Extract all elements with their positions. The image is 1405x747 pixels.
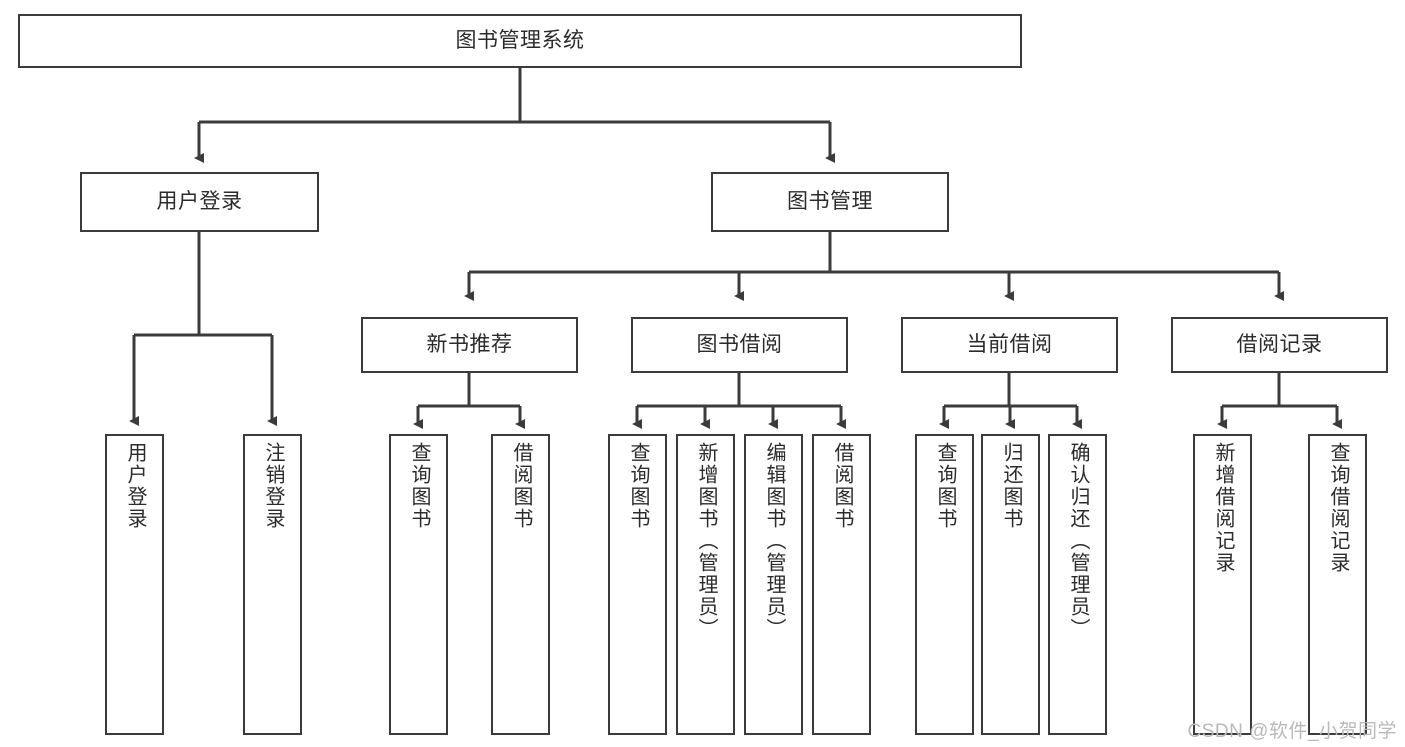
node-book-management[interactable]: 图书管理 — [711, 172, 949, 232]
node-label: 借阅图书 — [831, 442, 853, 530]
node-borrowing-record[interactable]: 借阅记录 — [1171, 317, 1388, 373]
node-leaf-book-borrow-query[interactable]: 查询图书 — [608, 434, 667, 735]
node-current-borrowing[interactable]: 当前借阅 — [901, 317, 1118, 373]
node-label: 借阅图书 — [510, 442, 532, 530]
node-leaf-borrow-record-add[interactable]: 新增借阅记录 — [1193, 434, 1252, 735]
watermark-text: CSDN @软件_小贺同学 — [1187, 721, 1397, 742]
node-label: 图书借阅 — [696, 332, 783, 356]
node-label: 借阅记录 — [1236, 332, 1323, 356]
node-leaf-book-borrow-add-admin[interactable]: 新增图书（管理员） — [676, 434, 735, 735]
node-user-login[interactable]: 用户登录 — [80, 172, 319, 232]
node-leaf-current-borrow-query[interactable]: 查询图书 — [915, 434, 974, 735]
node-label: 注销登录 — [262, 442, 284, 530]
node-label: 查询图书 — [627, 442, 649, 530]
node-leaf-new-book-borrow[interactable]: 借阅图书 — [491, 434, 550, 735]
node-label: 用户登录 — [124, 442, 146, 530]
node-label: 查询图书 — [934, 442, 956, 530]
node-leaf-borrow-record-query[interactable]: 查询借阅记录 — [1308, 434, 1367, 735]
node-label: 用户登录 — [156, 189, 243, 213]
node-book-borrowing[interactable]: 图书借阅 — [631, 317, 848, 373]
node-label: 编辑图书（管理员） — [763, 442, 785, 640]
node-leaf-book-borrow-borrow[interactable]: 借阅图书 — [812, 434, 871, 735]
node-leaf-user-login-signout[interactable]: 注销登录 — [243, 434, 302, 735]
node-label: 归还图书 — [1000, 442, 1022, 530]
node-label: 新增借阅记录 — [1212, 442, 1234, 574]
node-leaf-current-borrow-return[interactable]: 归还图书 — [981, 434, 1040, 735]
node-root-book-management-system[interactable]: 图书管理系统 — [18, 14, 1022, 68]
node-label: 查询图书 — [408, 442, 430, 530]
node-label: 当前借阅 — [966, 332, 1053, 356]
node-label: 图书管理 — [787, 189, 873, 213]
node-label: 查询借阅记录 — [1327, 442, 1349, 574]
node-label: 新增图书（管理员） — [695, 442, 717, 640]
node-leaf-new-book-query[interactable]: 查询图书 — [389, 434, 448, 735]
node-leaf-current-borrow-confirm-admin[interactable]: 确认归还（管理员） — [1048, 434, 1107, 735]
node-label: 图书管理系统 — [455, 28, 585, 52]
node-leaf-book-borrow-edit-admin[interactable]: 编辑图书（管理员） — [744, 434, 803, 735]
node-new-book-recommendation[interactable]: 新书推荐 — [361, 317, 578, 373]
node-label: 新书推荐 — [426, 332, 513, 356]
node-leaf-user-login-signin[interactable]: 用户登录 — [105, 434, 164, 735]
node-label: 确认归还（管理员） — [1067, 442, 1089, 640]
